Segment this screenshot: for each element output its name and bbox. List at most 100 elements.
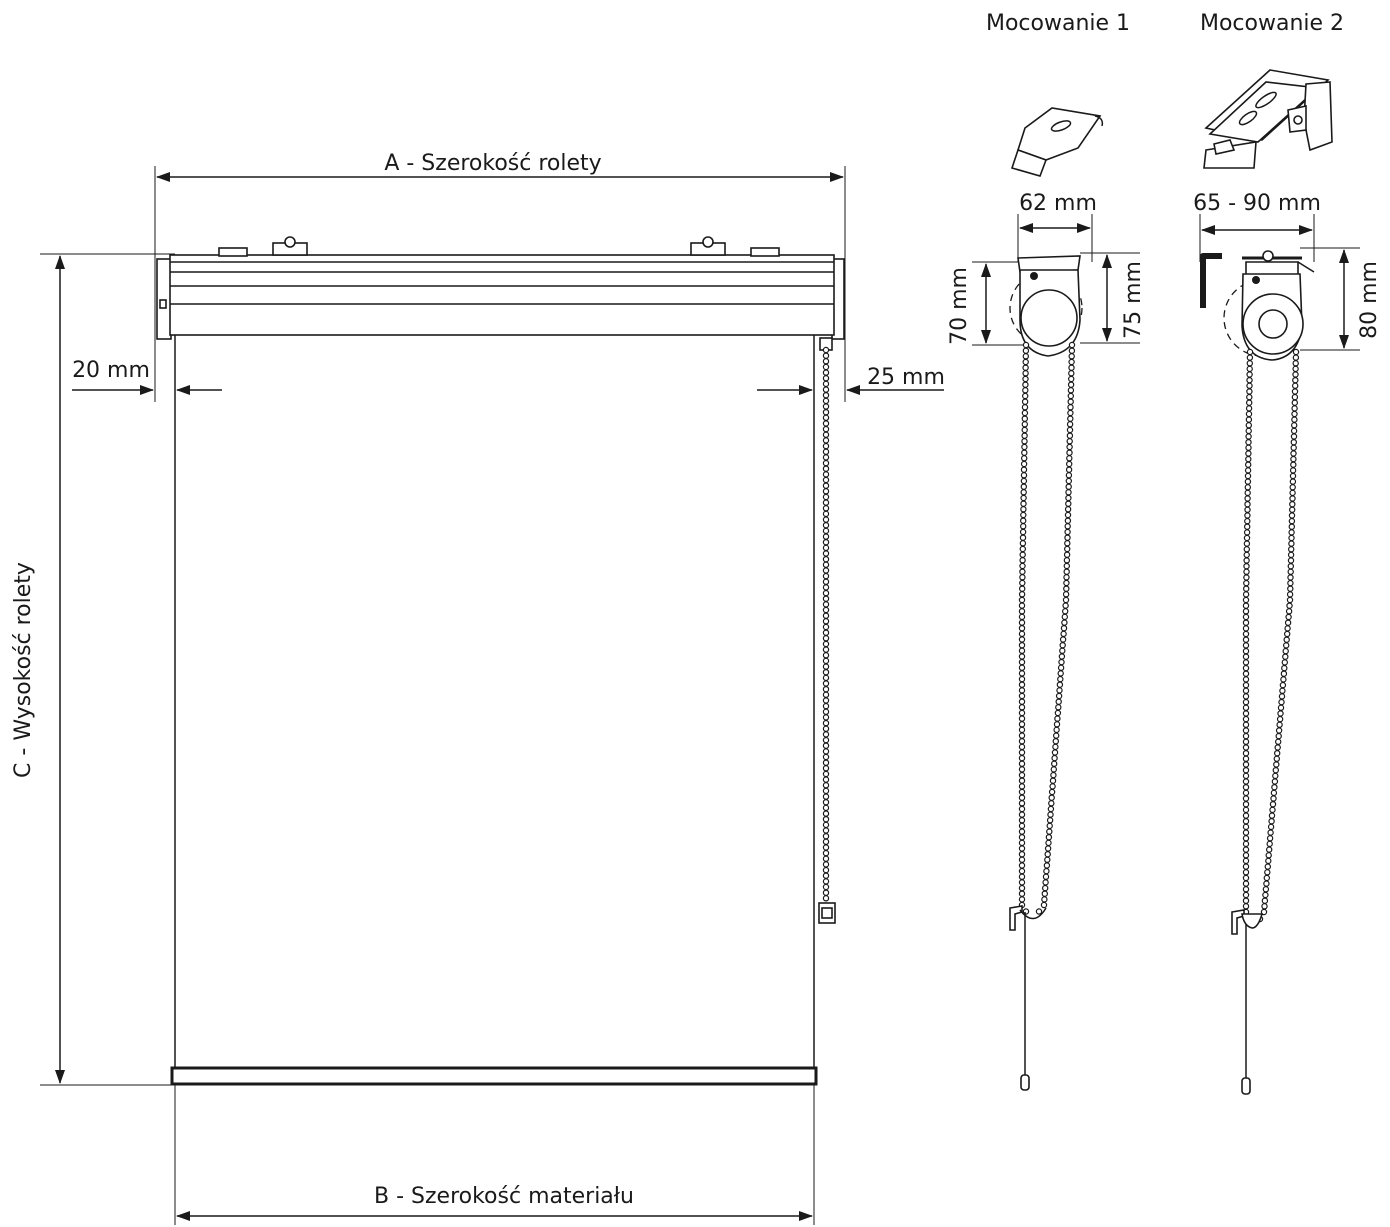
chain-bead [1273, 750, 1281, 757]
chain-bead [1018, 687, 1026, 694]
chain-bead [1057, 664, 1065, 672]
chain-bead [1018, 681, 1026, 688]
chain-bead [1242, 647, 1250, 655]
chain-bead [822, 646, 830, 653]
chain-bead [1292, 377, 1299, 384]
chain-bead [1284, 625, 1291, 632]
chain-bead [1289, 467, 1297, 474]
chain-bead [822, 878, 830, 885]
chain-bead [1064, 523, 1071, 530]
chain-bead [822, 866, 830, 874]
mount-1: Mocowanie 1 62 mm 70 mm 75 mm [947, 11, 1146, 1091]
chain-bead [1019, 540, 1027, 547]
mount-1-height-outer-label: 75 mm [1121, 261, 1146, 339]
chain-bead [1058, 658, 1065, 666]
chain-bead [1266, 835, 1274, 842]
chain-bead [1289, 478, 1297, 485]
chain-bead [822, 459, 830, 467]
dimension-right-offset: 25 mm [757, 365, 945, 395]
chain-bead [822, 414, 830, 421]
chain-bead [1018, 828, 1026, 835]
chain-bead [1288, 523, 1296, 530]
chain-bead [1289, 484, 1296, 491]
chain-bead [822, 437, 830, 444]
chain-bead [1048, 794, 1055, 801]
chain-bead [822, 782, 830, 789]
chain-bead [1067, 392, 1075, 400]
chain-bead [1244, 506, 1251, 513]
chain-bead [1243, 540, 1251, 547]
dimension-c-height: C - Wysokość rolety [11, 253, 175, 1086]
chain-bead [1242, 670, 1250, 677]
chain-bead [1018, 692, 1026, 700]
chain-bead [1242, 585, 1250, 592]
chain-bead [1246, 393, 1253, 401]
chain-bead [822, 618, 830, 625]
chain-bead [822, 765, 830, 772]
chain-bead [1068, 370, 1075, 377]
chain-bead [1244, 478, 1252, 485]
chain-bead [1018, 754, 1026, 762]
chain-bead [1067, 409, 1074, 417]
chain-bead [1289, 489, 1296, 497]
chain-bead [1273, 761, 1280, 768]
chain-bead [822, 595, 830, 602]
chain-bead [822, 539, 830, 546]
chain-bead [1045, 839, 1052, 847]
chain-bead [1064, 540, 1071, 547]
width-a-label: A - Szerokość rolety [384, 151, 601, 176]
chain-bead [1285, 613, 1292, 621]
left-offset-label: 20 mm [72, 358, 150, 383]
chain-bead [1049, 777, 1057, 784]
chain-bead [1265, 852, 1272, 859]
chain-bead [1287, 579, 1294, 587]
chain-bead [822, 635, 830, 642]
chain-bead [1022, 387, 1029, 394]
chain-bead [1018, 817, 1026, 824]
chain-bead [1018, 822, 1026, 830]
chain-bead [1063, 562, 1071, 570]
chain-bead [1022, 908, 1030, 915]
chain-bead [1022, 370, 1029, 377]
chain-bead [1064, 517, 1072, 524]
chain-bead [822, 669, 830, 676]
chain-bead [1059, 636, 1067, 643]
chain-bead [1289, 472, 1297, 480]
chain-bead [1245, 450, 1252, 457]
chain-bead [1018, 619, 1026, 626]
chain-bead [1284, 619, 1292, 626]
chain-bead [1067, 404, 1074, 411]
chain-bead [1242, 897, 1250, 904]
chain-bead [822, 522, 830, 529]
chain-bead [1018, 890, 1026, 897]
chain-bead [1242, 659, 1250, 666]
bracket-1-icon [1010, 107, 1104, 177]
chain-bead [1242, 687, 1250, 695]
chain-bead [1245, 427, 1252, 435]
chain-bead [1066, 421, 1074, 428]
chain-bead [1242, 653, 1250, 660]
chain-bead [1067, 415, 1074, 422]
chain-bead [1052, 743, 1059, 751]
chain-bead [1291, 405, 1298, 412]
chain-bead [1018, 771, 1026, 779]
chain-bead [1282, 642, 1290, 649]
chain-bead [1290, 427, 1298, 435]
height-c-label: C - Wysokość rolety [11, 562, 36, 778]
chain-bead [1068, 358, 1075, 366]
chain-bead [1242, 698, 1250, 706]
dimension-left-offset: 20 mm [72, 358, 222, 395]
chain-bead [1065, 494, 1072, 502]
chain-bead [1065, 466, 1073, 473]
chain-bead [1046, 822, 1053, 830]
chain-bead [1063, 557, 1071, 564]
chain-bead [822, 358, 830, 365]
chain-bead [822, 827, 830, 834]
chain-bead [1018, 856, 1026, 864]
chain-bead [1057, 670, 1064, 677]
chain-bead [1018, 873, 1026, 881]
chain-bead [1282, 647, 1289, 655]
chain-bead [1243, 551, 1250, 559]
chain-bead [1020, 455, 1028, 462]
